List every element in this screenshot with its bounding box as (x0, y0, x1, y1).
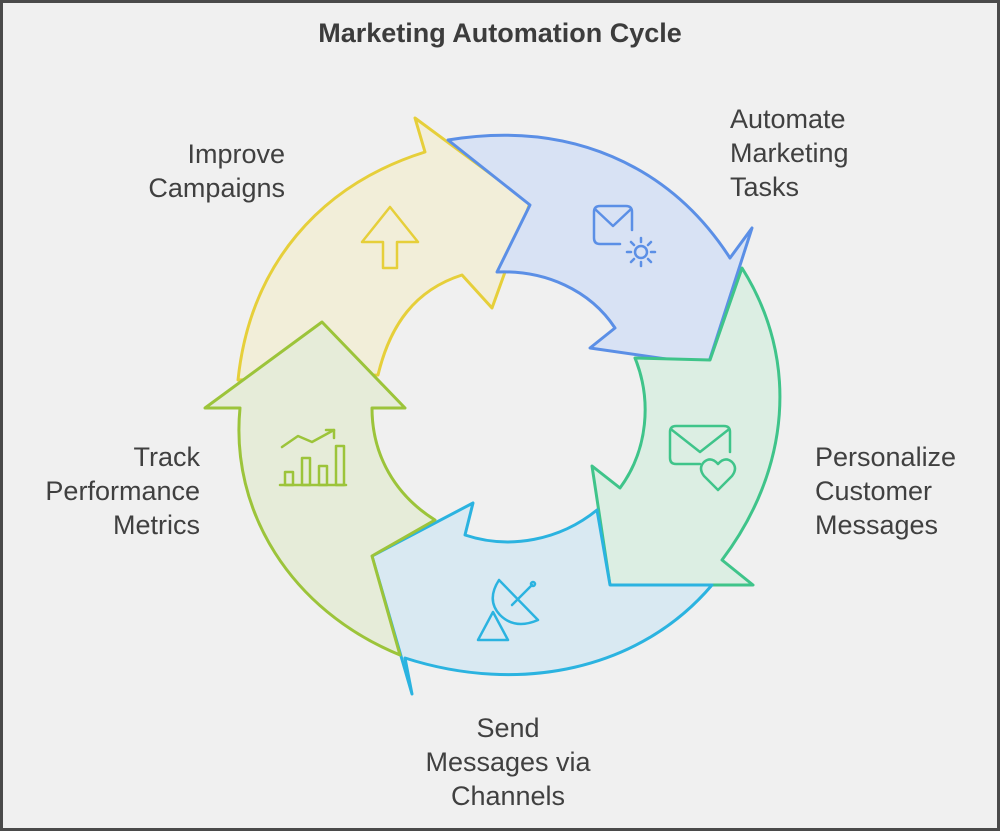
email-heart-icon (668, 424, 737, 492)
step-label-track: Track Performance Metrics (45, 442, 200, 540)
step-label-send: Send Messages via Channels (425, 713, 591, 811)
cycle-arrow-track (203, 320, 437, 657)
cycle-arrow-send (370, 501, 714, 696)
bar-chart-trend-icon (278, 428, 348, 487)
cycle-arrow-automate (446, 133, 754, 367)
satellite-dish-icon (476, 578, 540, 642)
arrow-up-icon (360, 205, 420, 270)
step-label-improve: Improve Campaigns (148, 139, 285, 203)
diagram-title: Marketing Automation Cycle (318, 18, 682, 48)
step-label-personalize: Personalize Customer Messages (815, 442, 957, 540)
email-gear-icon (592, 204, 657, 268)
step-label-automate: Automate Marketing Tasks (730, 104, 849, 202)
